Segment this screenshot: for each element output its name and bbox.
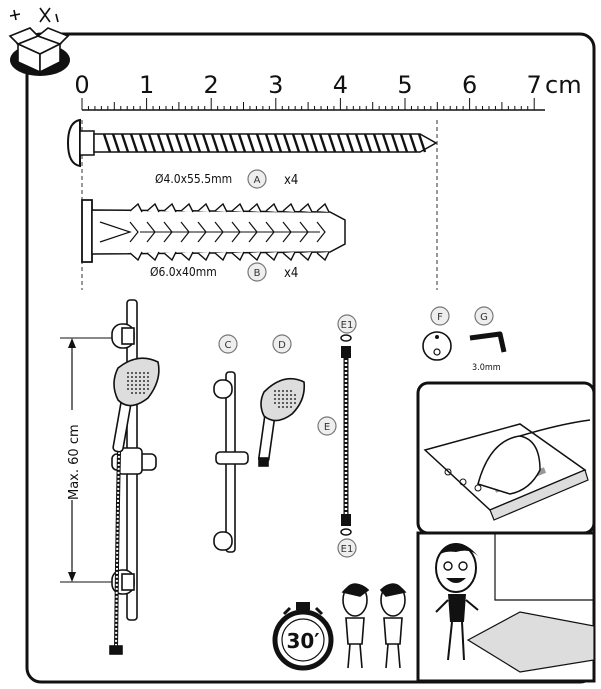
part-e-badge — [317, 416, 337, 436]
part-g-hex-key — [469, 331, 507, 353]
ruler-tick-label: 5 — [397, 71, 412, 99]
part-g-spec: 3.0mm — [472, 363, 501, 373]
part-b-qty: x4 — [284, 266, 298, 281]
part-c-rail — [213, 371, 249, 553]
ruler: 0 1 2 3 4 5 6 7 cm — [74, 71, 582, 111]
part-e1-bottom-letter: E1 — [341, 544, 354, 555]
ruler-tick-label: 0 — [74, 71, 89, 99]
part-f-letter: F — [437, 312, 443, 323]
ruler-tick-label: 7 — [527, 71, 542, 99]
part-g-badge — [474, 306, 494, 326]
height-label: Max. 60 cm — [67, 424, 82, 500]
part-b-letter: B — [254, 268, 261, 279]
part-a-letter: A — [254, 175, 261, 186]
part-e-hose — [340, 334, 352, 536]
part-b-spec: Ø6.0x40mm — [150, 265, 217, 279]
part-a-qty: x4 — [284, 173, 298, 188]
two-people-icon — [341, 583, 407, 669]
ruler-tick-label: 3 — [268, 71, 283, 99]
part-g-letter: G — [480, 312, 488, 323]
ruler-unit: cm — [545, 71, 582, 99]
wall-plug-illustration — [81, 199, 346, 263]
happy-person-icon — [416, 531, 596, 683]
ruler-tick-label: 4 — [333, 71, 348, 99]
stopwatch-icon — [272, 602, 334, 671]
part-c-letter: C — [225, 340, 232, 351]
part-a-spec: Ø4.0x55.5mm — [155, 172, 232, 186]
page-frame — [25, 32, 596, 684]
part-d-handshower — [258, 377, 306, 467]
screw-illustration — [66, 118, 438, 168]
part-d-badge — [272, 334, 292, 354]
part-a-badge — [247, 169, 267, 189]
assembly-instructions-icon — [416, 381, 596, 535]
part-e-letter: E — [324, 422, 330, 433]
part-e1-bottom-badge — [337, 538, 357, 558]
part-f-wall-bracket — [422, 331, 452, 361]
height-dimension — [60, 337, 112, 583]
ruler-tick-label: 6 — [462, 71, 477, 99]
part-c-badge — [218, 334, 238, 354]
part-f-badge — [430, 306, 450, 326]
part-e1-top-letter: E1 — [341, 320, 354, 331]
part-b-badge — [247, 262, 267, 282]
timer-label: 30′ — [286, 629, 319, 653]
open-box-icon — [8, 7, 70, 76]
part-d-letter: D — [278, 340, 286, 351]
ruler-tick-label: 1 — [139, 71, 154, 99]
assembled-shower-set — [109, 299, 160, 655]
part-e1-top-badge — [337, 314, 357, 334]
ruler-tick-label: 2 — [204, 71, 219, 99]
